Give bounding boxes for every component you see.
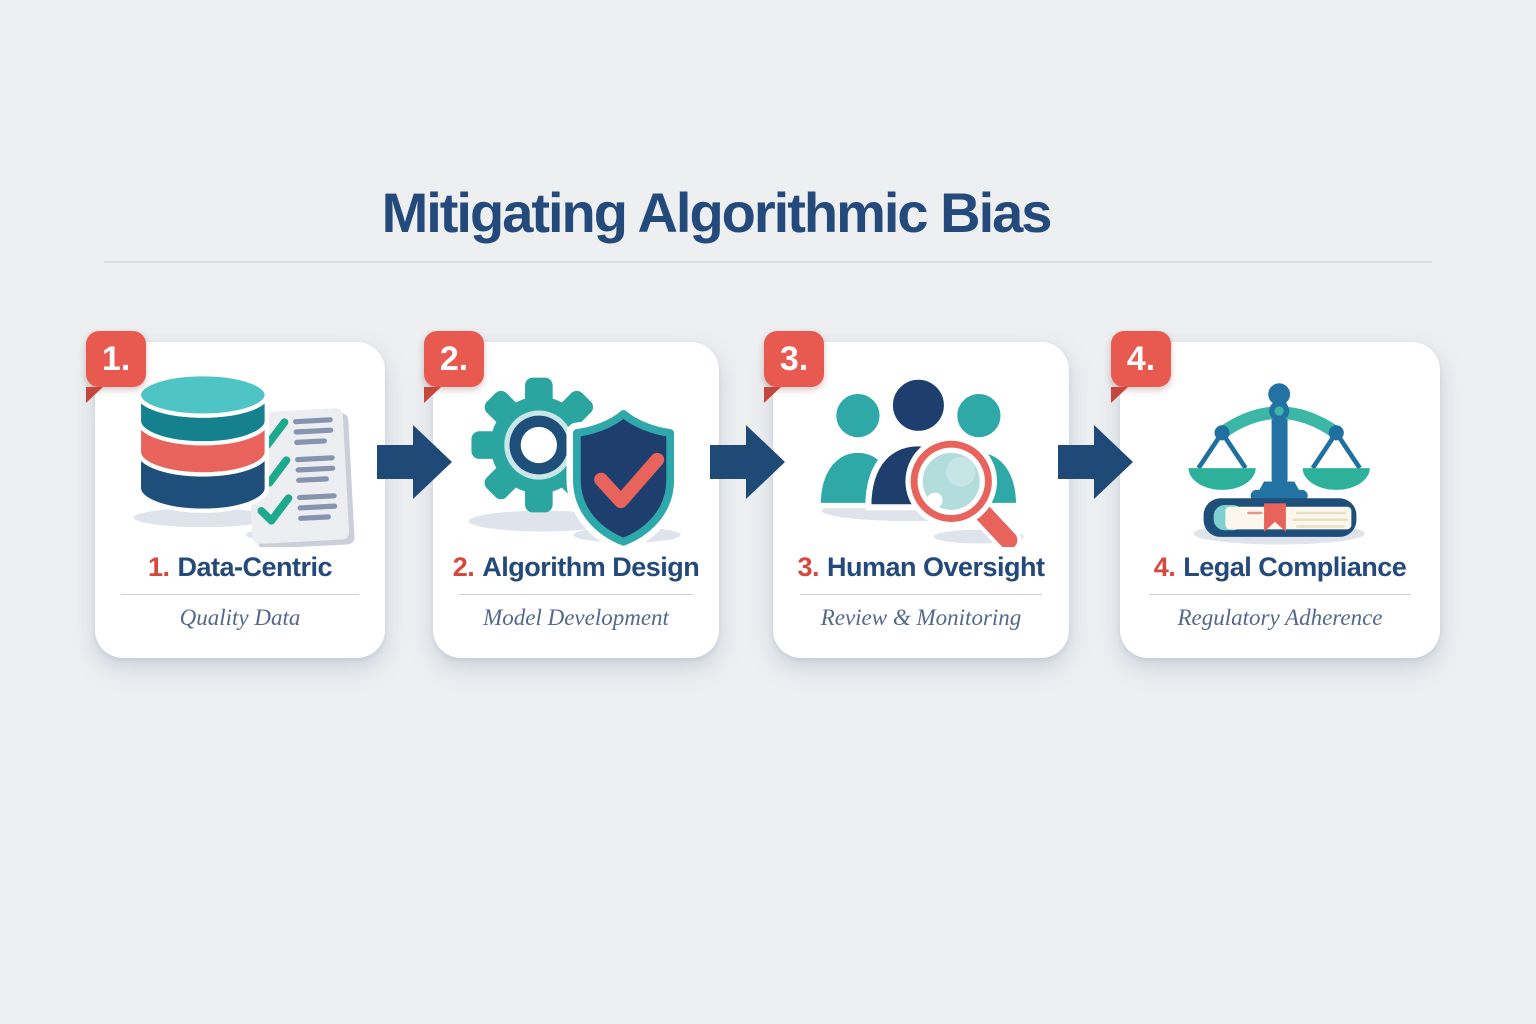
step-2-badge: 2. [424, 331, 484, 387]
flow-arrow-icon [710, 420, 786, 504]
step-3-number: 3. [797, 552, 819, 582]
step-2-subtitle: Model Development [483, 605, 669, 630]
database-checklist-icon [95, 368, 385, 548]
step-4-title: Legal Compliance [1183, 552, 1407, 582]
step-1-subtitle: Quality Data [179, 605, 301, 630]
step-1-heading: 1.Data-Centric [95, 552, 385, 583]
step-3-badge-number: 3. [779, 339, 809, 378]
card-divider [458, 594, 694, 595]
gear-shield-check-icon [433, 368, 719, 548]
step-3-title: Human Oversight [826, 552, 1045, 582]
people-magnifier-icon [773, 368, 1069, 548]
step-4-number: 4. [1153, 552, 1176, 582]
scales-book-icon [1120, 368, 1440, 548]
card-divider [799, 594, 1043, 595]
step-3-subtitle: Review & Monitoring [820, 605, 1022, 630]
step-2-heading: 2.Algorithm Design [433, 552, 719, 583]
flow-arrow-icon [1058, 420, 1134, 504]
step-4-subtitle: Regulatory Adherence [1177, 605, 1383, 630]
step-2-title: Algorithm Design [482, 552, 700, 582]
step-2-number: 2. [452, 552, 475, 582]
step-2-badge-number: 2. [439, 339, 469, 378]
step-3-badge: 3. [764, 331, 824, 387]
step-3-heading: 3.Human Oversight [773, 552, 1069, 583]
step-1-badge-number: 1. [101, 339, 131, 378]
step-card-human-oversight: 3. [764, 331, 1069, 658]
step-4-badge: 4. [1111, 331, 1171, 387]
step-1-number: 1. [147, 552, 170, 582]
flow-arrow-icon [377, 420, 453, 504]
card-divider [1148, 594, 1412, 595]
step-1-badge: 1. [86, 331, 146, 387]
step-card-legal-compliance: 4. [1111, 331, 1440, 658]
step-card-data-centric: 1. [86, 331, 385, 658]
card-divider [121, 594, 359, 595]
title-divider [104, 261, 1432, 263]
step-card-algorithm-design: 2. [424, 331, 719, 658]
step-1-title: Data-Centric [177, 552, 333, 582]
step-4-badge-number: 4. [1126, 339, 1156, 378]
page-title: Mitigating Algorithmic Bias [381, 181, 1053, 244]
step-4-heading: 4.Legal Compliance [1120, 552, 1440, 583]
